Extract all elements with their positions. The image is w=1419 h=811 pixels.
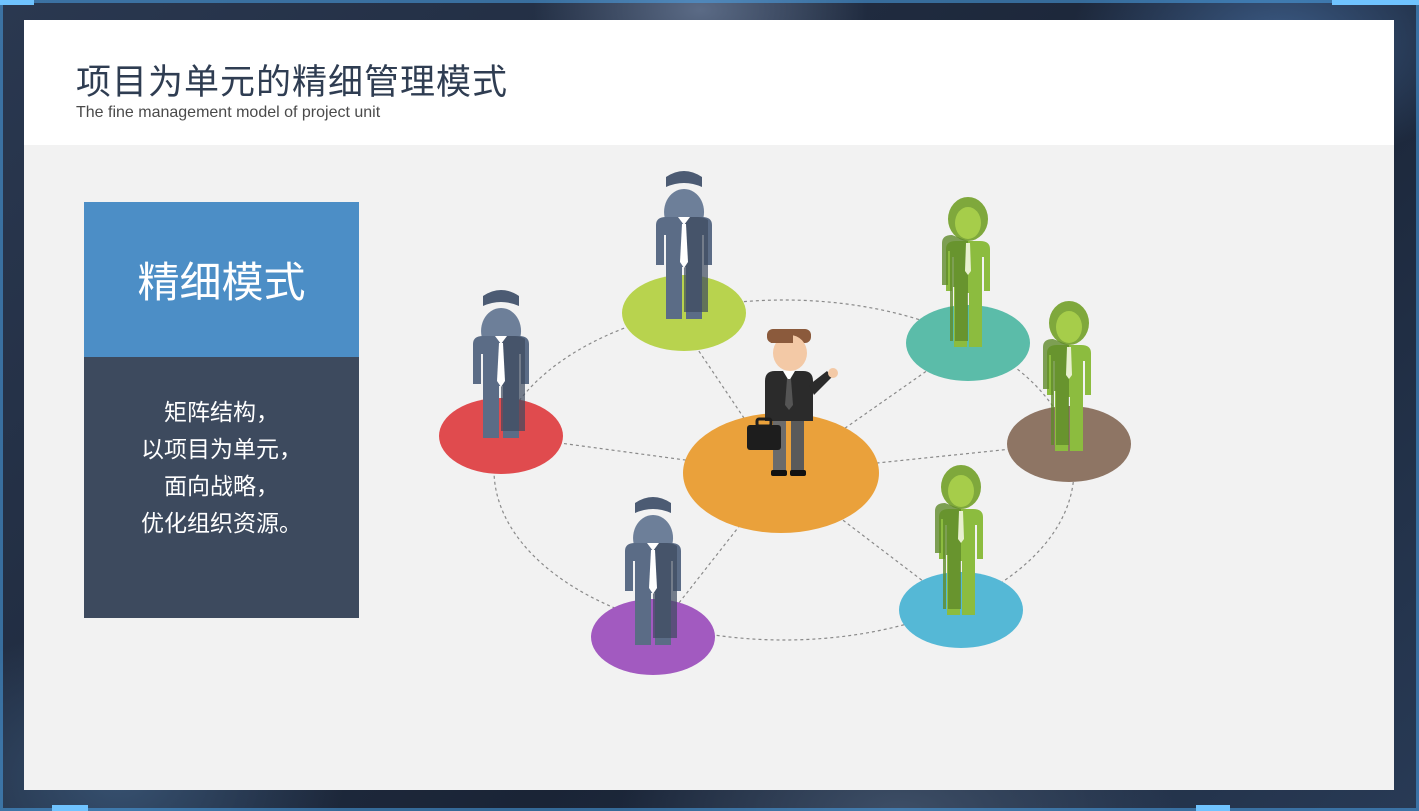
manager-shoe [790, 470, 806, 476]
tie [1066, 347, 1072, 379]
mode-card-line: 优化组织资源。 [141, 511, 302, 537]
manager-hand [828, 368, 838, 378]
connector-line [652, 472, 782, 637]
node-disc [899, 572, 1023, 648]
mode-card-heading: 精细模式 [84, 202, 359, 357]
man-body-shade [653, 543, 677, 638]
woman-body-shade [942, 235, 968, 341]
man-figure [625, 497, 681, 645]
man-figure [656, 171, 712, 319]
shirt-collar [783, 371, 795, 381]
frame-corner-top-left [0, 0, 34, 5]
tie [680, 224, 688, 268]
woman-body-shade [1043, 339, 1069, 445]
node-disc [439, 398, 563, 474]
briefcase-handle [755, 417, 773, 428]
manager-hair-side [771, 331, 793, 343]
node-disc [622, 275, 746, 351]
tie [785, 379, 793, 410]
shirt-collar [647, 543, 659, 551]
connector-line [683, 328, 782, 474]
briefcase-icon [747, 425, 781, 450]
frame-corner-top-right [1332, 0, 1419, 5]
woman-figure [942, 197, 990, 347]
man-hair [483, 290, 519, 306]
mode-card-body: 矩阵结构， 以项目为单元， 面向战略， 优化组织资源。 [84, 357, 359, 618]
manager-figure [747, 329, 838, 476]
woman-figure [1043, 301, 1091, 451]
page-title: 项目为单元的精细管理模式 [76, 63, 509, 103]
people-figures [473, 171, 1091, 645]
tie [958, 511, 964, 543]
manager-raised-arm [809, 371, 832, 395]
woman-face [955, 207, 981, 239]
man-body-shade [684, 217, 708, 312]
manager-leg-right [791, 421, 804, 471]
shirt-collar [495, 336, 507, 344]
slide: 项目为单元的精细管理模式 The fine management model o… [24, 20, 1394, 790]
woman-figure [935, 465, 983, 615]
shirt-collar [678, 217, 690, 225]
team-network-diagram [439, 171, 1131, 675]
woman-body-shade [935, 503, 961, 609]
man-body-shade [501, 336, 525, 431]
mode-card: 精细模式 矩阵结构， 以项目为单元， 面向战略， 优化组织资源。 [84, 202, 359, 618]
tie [649, 550, 657, 594]
frame-corner-bottom-right [1196, 805, 1230, 811]
manager-face [773, 335, 807, 371]
woman-face [1056, 311, 1082, 343]
mode-card-line: 矩阵结构， [164, 400, 279, 426]
man-hair [635, 497, 671, 513]
mode-card-line: 以项目为单元， [141, 437, 302, 463]
man-hair [666, 171, 702, 187]
frame-corner-bottom-left [52, 805, 88, 811]
man-figure [473, 290, 529, 438]
tie [965, 243, 971, 275]
woman-face [948, 475, 974, 507]
manager-shoe [771, 470, 787, 476]
mode-card-line: 面向战略， [164, 474, 279, 500]
slide-header: 项目为单元的精细管理模式 The fine management model o… [24, 20, 1394, 145]
tie [497, 343, 505, 387]
page-subtitle: The fine management model of project uni… [76, 104, 381, 121]
node-disc [906, 305, 1030, 381]
